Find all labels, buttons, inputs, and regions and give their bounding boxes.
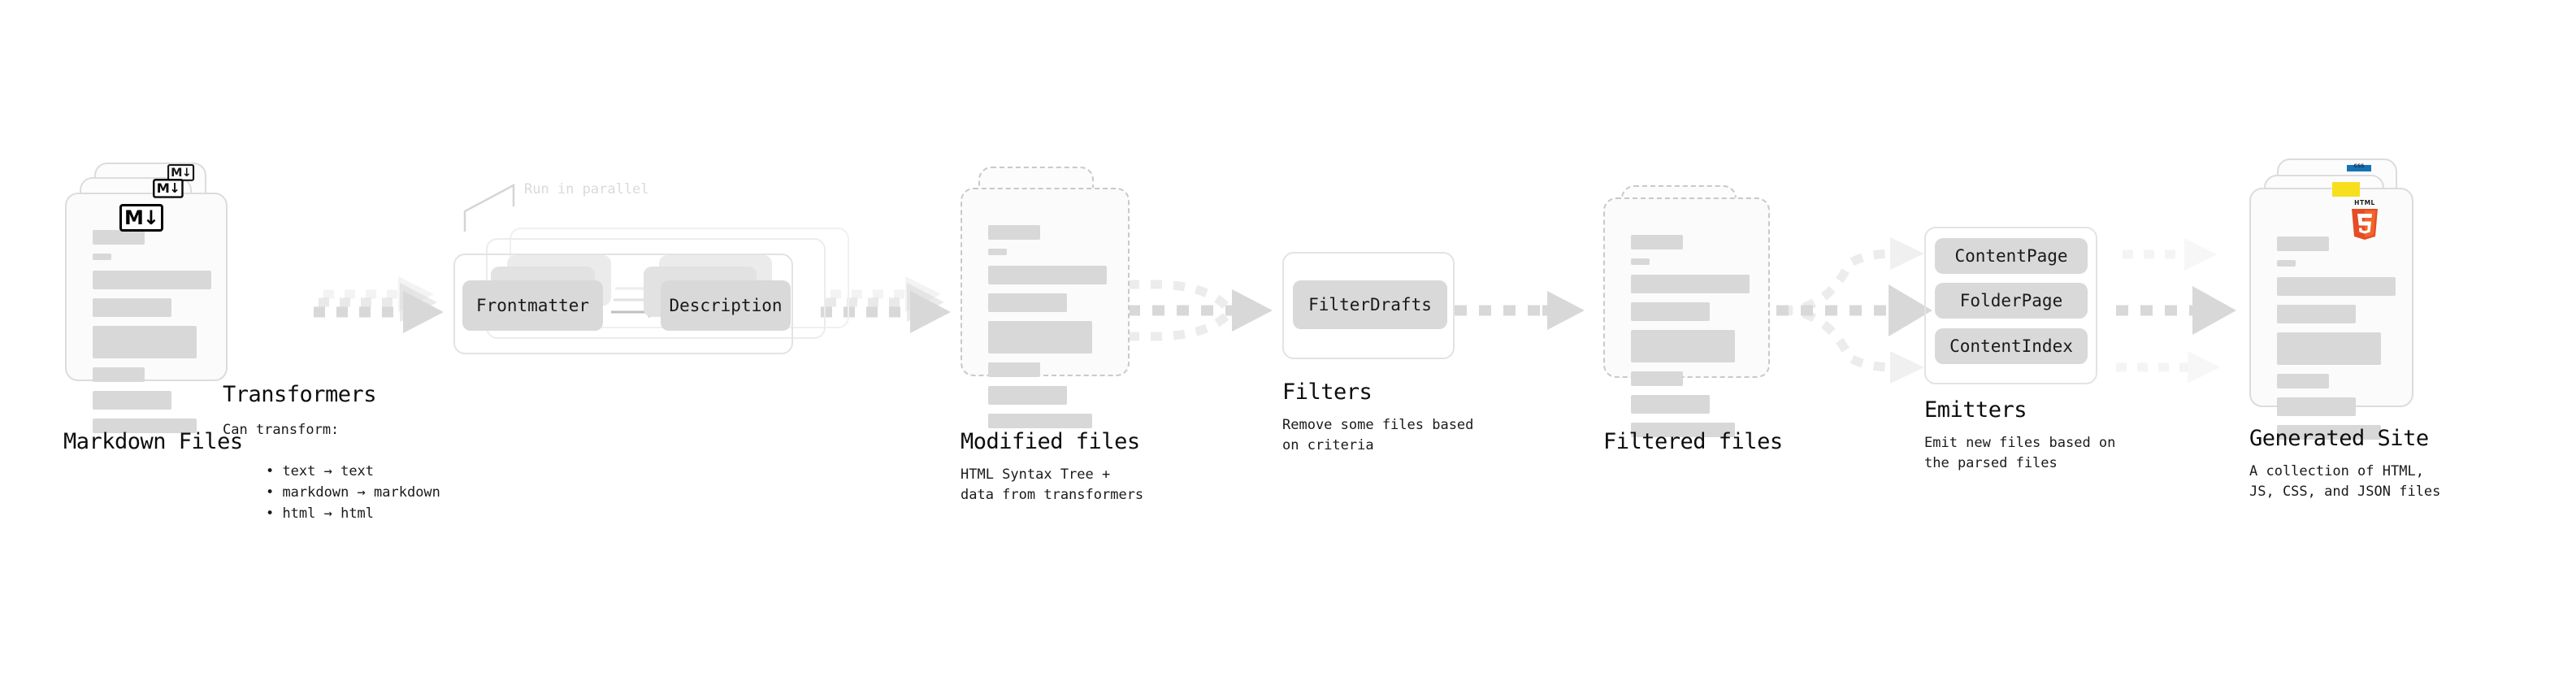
js-badge [2332, 182, 2360, 197]
bullet-text: markdown → markdown [282, 484, 440, 501]
generated-site-title: Generated Site [2249, 426, 2429, 451]
filtered-file-front [1603, 197, 1770, 437]
run-in-parallel-label: Run in parallel [524, 181, 649, 197]
bullet-marker: • [265, 484, 283, 501]
transformer-group-front [453, 254, 793, 354]
html5-badge: HTML [2348, 197, 2381, 240]
transformers-bullet-1: • markdown → markdown [232, 462, 440, 523]
arrow-transformers-to-modified [821, 276, 951, 333]
content-line [2277, 305, 2356, 323]
filters-caption-1: Remove some files based [1282, 417, 1474, 433]
arrow-filters-to-filtered [1542, 291, 1585, 330]
content-line [1631, 235, 1683, 249]
content-line [2277, 260, 2296, 267]
emitters-group [1924, 227, 2097, 384]
content-line [2277, 425, 2381, 440]
content-line [93, 391, 171, 410]
css-badge: CSS [2347, 163, 2371, 171]
pill-frontmatter[interactable]: Frontmatter [462, 280, 603, 331]
content-line [1631, 395, 1710, 414]
transformers-bullet-0: • text → text [232, 441, 374, 502]
emitters-caption-2: the parsed files [1924, 455, 2058, 471]
content-line [93, 271, 211, 289]
markdown-file-content [93, 230, 211, 442]
content-line [2277, 236, 2329, 251]
content-line [988, 225, 1040, 240]
content-line [2277, 397, 2356, 416]
filters-group [1282, 252, 1455, 359]
pill-filterdrafts[interactable]: FilterDrafts [1293, 280, 1447, 329]
filtered-file-content [1631, 235, 1750, 446]
content-line [2277, 332, 2381, 365]
content-line [1631, 302, 1710, 321]
content-line [988, 249, 1007, 255]
content-line [2277, 374, 2329, 388]
modified-files-caption-1: HTML Syntax Tree + [961, 466, 1111, 483]
content-line [2277, 277, 2396, 296]
transformers-caption: Can transform: [223, 422, 340, 438]
bullet-text: html → html [282, 505, 375, 522]
arrow-markdown-to-transformers [314, 276, 444, 333]
filters-title: Filters [1282, 380, 1373, 405]
content-line [988, 321, 1092, 354]
transformers-stage-title: Transformers [223, 382, 377, 407]
svg-text:HTML: HTML [2354, 199, 2375, 206]
filtered-files-title: Filtered files [1603, 429, 1783, 454]
bullet-marker: • [265, 463, 283, 479]
css-badge-label: CSS [2353, 163, 2365, 169]
content-line [93, 230, 145, 245]
pill-contentindex[interactable]: ContentIndex [1935, 328, 2088, 364]
emitters-caption-1: Emit new files based on [1924, 435, 2116, 451]
content-line [1631, 258, 1650, 265]
site-file-html [2249, 188, 2413, 440]
generated-site-caption-1: A collection of HTML, [2249, 463, 2424, 479]
markdown-badge-back: M↓ [167, 164, 195, 181]
emitters-title: Emitters [1924, 397, 2027, 423]
run-in-parallel-bracket [463, 183, 515, 232]
pill-contentpage[interactable]: ContentPage [1935, 238, 2088, 274]
arrow-emitters-to-site [2116, 238, 2236, 384]
markdown-badge: M↓ [119, 204, 163, 232]
generated-site-caption-2: JS, CSS, and JSON files [2249, 484, 2441, 500]
modified-file-content [988, 225, 1107, 437]
content-line [93, 326, 197, 358]
transformers-bullet-2: • html → html [232, 484, 374, 544]
content-line [93, 298, 171, 317]
modified-files-title: Modified files [961, 429, 1140, 454]
arrow-modified-to-filters [1128, 280, 1273, 341]
pill-folderpage[interactable]: FolderPage [1935, 283, 2088, 319]
content-line [1631, 371, 1683, 386]
content-line [988, 293, 1067, 312]
content-line [93, 367, 145, 382]
content-line [1631, 330, 1735, 362]
bullet-text: text → text [282, 463, 375, 479]
bullet-marker: • [265, 505, 283, 522]
markdown-files-title: Markdown Files [63, 429, 243, 454]
content-line [988, 362, 1040, 377]
content-line [93, 254, 111, 260]
content-line [988, 386, 1067, 405]
modified-files-caption-2: data from transformers [961, 487, 1144, 503]
site-file-content [2277, 236, 2396, 449]
modified-file-front [961, 188, 1130, 428]
content-line [988, 266, 1107, 284]
content-line [1631, 423, 1735, 437]
arrow-filtered-to-emitters [1776, 237, 1932, 384]
content-line [93, 419, 197, 433]
pill-description[interactable]: Description [661, 280, 791, 331]
filters-caption-2: on criteria [1282, 437, 1374, 453]
content-line [988, 414, 1092, 428]
markdown-badge-mid: M↓ [153, 179, 184, 198]
content-line [1631, 275, 1750, 293]
